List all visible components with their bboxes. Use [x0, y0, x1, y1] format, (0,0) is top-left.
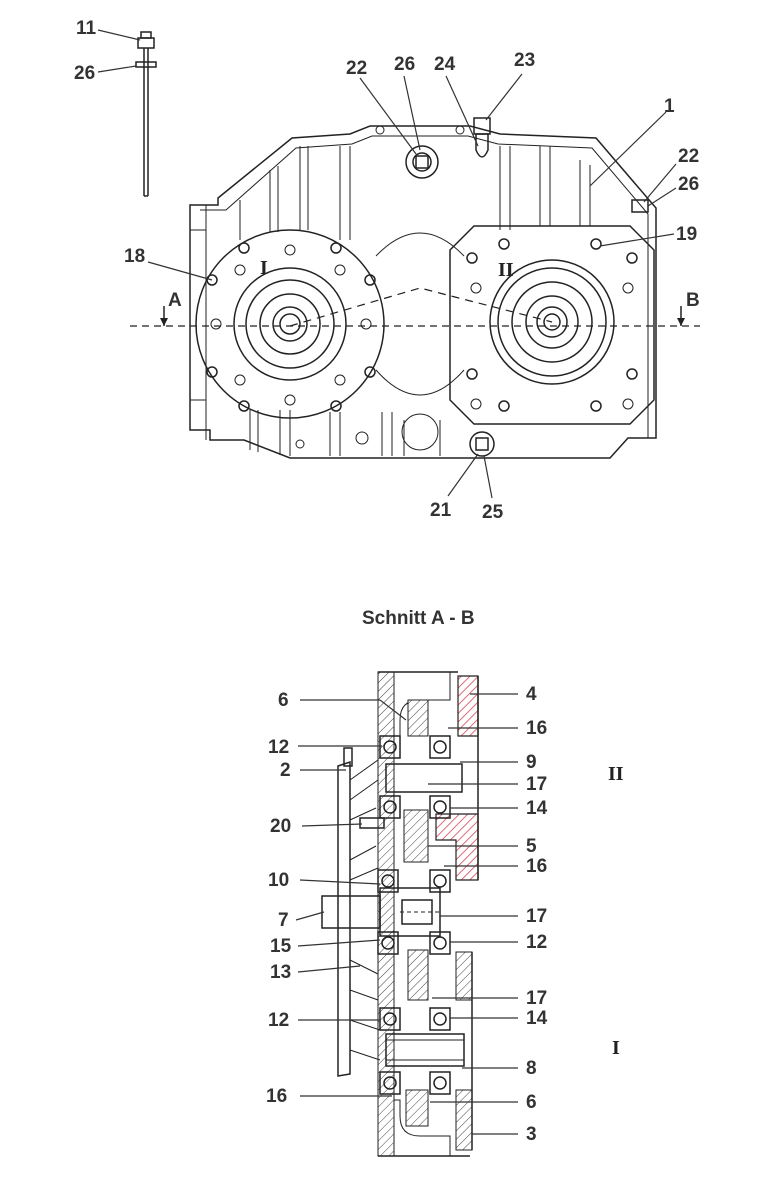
- part-label-22: 22: [678, 146, 699, 167]
- section-line: [130, 287, 700, 327]
- part-label-2: 2: [280, 760, 291, 781]
- part-label-23: 23: [514, 50, 535, 71]
- part-label-26: 26: [678, 174, 699, 195]
- part-label-11: 11: [76, 18, 97, 39]
- section-shaft-label-II: II: [608, 763, 624, 785]
- part-label-26: 26: [394, 54, 415, 75]
- section-mark-A: A: [168, 290, 182, 311]
- part-label-14: 14: [526, 1008, 548, 1029]
- section-shaft-label-I: I: [612, 1037, 620, 1059]
- part-label-16: 16: [526, 718, 547, 739]
- part-label-5: 5: [526, 836, 537, 857]
- part-label-21: 21: [430, 500, 452, 521]
- shaft-label-II: II: [498, 259, 514, 281]
- part-label-3: 3: [526, 1124, 537, 1145]
- section-housing: [377, 671, 479, 1157]
- part-label-10: 10: [268, 870, 289, 891]
- part-label-17: 17: [526, 774, 547, 795]
- part-label-18: 18: [124, 246, 145, 267]
- part-label-24: 24: [434, 54, 456, 75]
- section-labels: 6 12 2 20 10 7 15 13 12 16 4 16 9 17 14 …: [266, 684, 624, 1145]
- part-label-8: 8: [526, 1058, 537, 1079]
- section-view: Schnitt A - B: [266, 608, 624, 1157]
- part-label-1: 1: [664, 96, 675, 117]
- shaft-label-I: I: [260, 257, 268, 279]
- part-label-19: 19: [676, 224, 697, 245]
- part-label-13: 13: [270, 962, 291, 983]
- gearbox-housing: [189, 117, 657, 459]
- section-fan-cover: [337, 747, 385, 1077]
- part-label-14: 14: [526, 798, 548, 819]
- part-label-20: 20: [270, 816, 291, 837]
- section-title: Schnitt A - B: [362, 608, 475, 629]
- dipstick: [135, 31, 157, 197]
- part-label-9: 9: [526, 752, 537, 773]
- part-label-26: 26: [74, 63, 95, 84]
- section-gears: [321, 699, 465, 1127]
- part-label-16: 16: [266, 1086, 287, 1107]
- part-label-12: 12: [268, 737, 289, 758]
- shaft-II-cover: [449, 225, 655, 425]
- top-view-labels: 11 26 22 26 24 23 1 22 26 19 18 21 25 I …: [74, 18, 700, 523]
- part-label-12: 12: [268, 1010, 289, 1031]
- part-label-12: 12: [526, 932, 547, 953]
- part-label-7: 7: [278, 910, 289, 931]
- part-label-16: 16: [526, 856, 547, 877]
- top-view: 11 26 22 26 24 23 1 22 26 19 18 21 25 I …: [74, 18, 700, 523]
- section-bearings: [377, 735, 451, 1095]
- section-leaders: [295, 693, 518, 1135]
- shaft-I-cover: [195, 229, 385, 419]
- part-label-15: 15: [270, 936, 292, 957]
- part-label-4: 4: [526, 684, 537, 705]
- part-label-6: 6: [278, 690, 289, 711]
- part-label-17: 17: [526, 906, 547, 927]
- part-label-17: 17: [526, 988, 547, 1009]
- section-mark-B: B: [686, 290, 700, 311]
- part-label-25: 25: [482, 502, 504, 523]
- part-label-6: 6: [526, 1092, 537, 1113]
- part-label-22: 22: [346, 58, 367, 79]
- top-leaders: [97, 29, 677, 499]
